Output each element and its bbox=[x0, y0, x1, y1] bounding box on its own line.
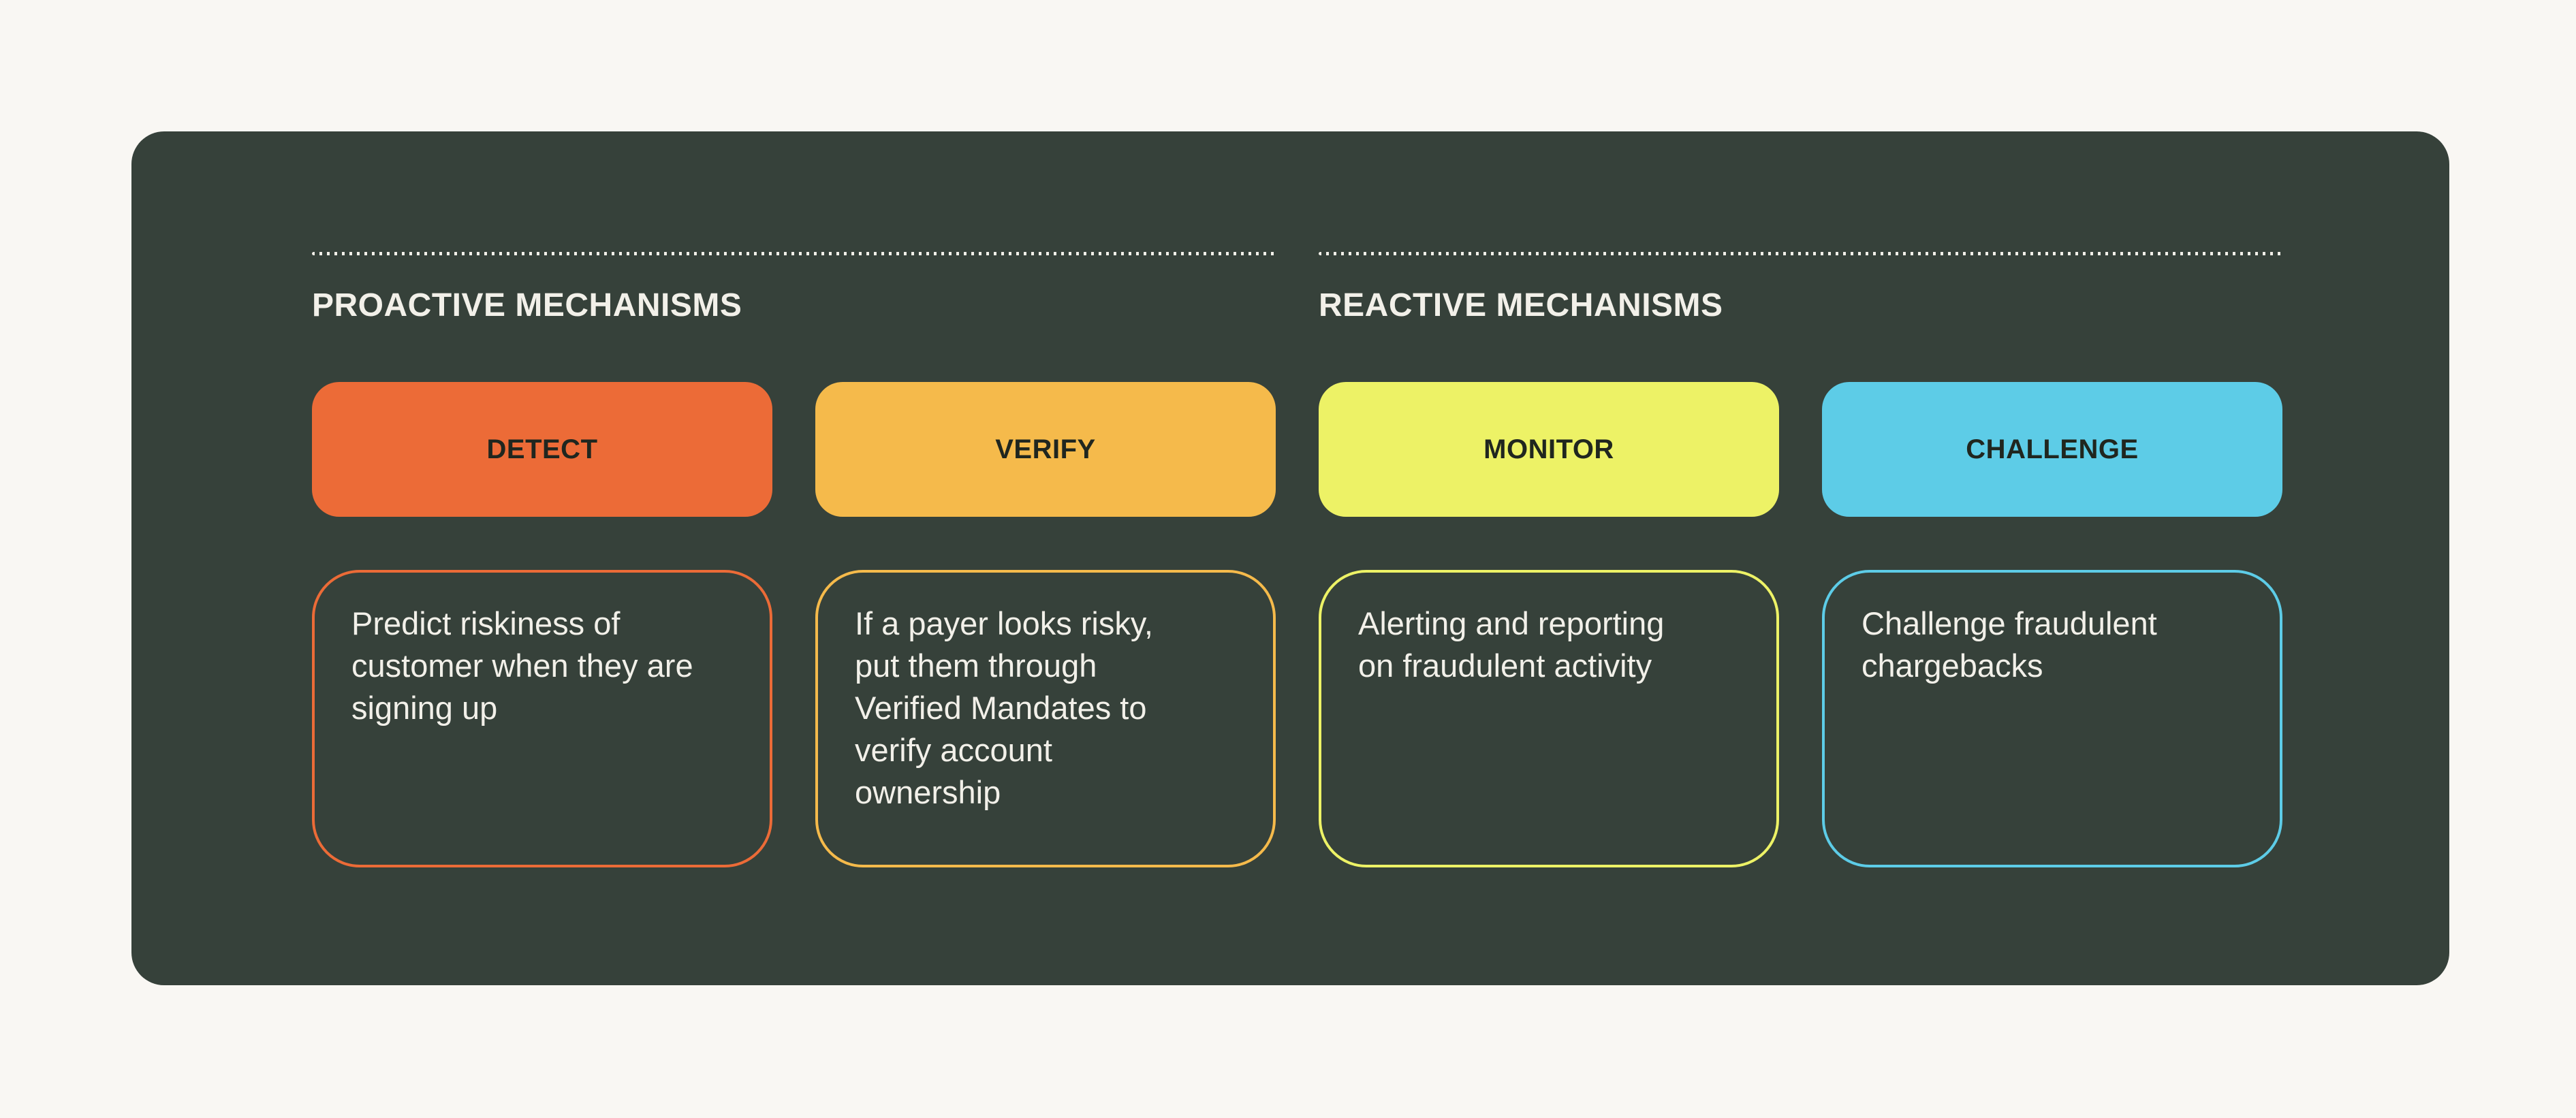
verify-pill: VERIFY bbox=[815, 382, 1276, 517]
section-reactive-mechanisms: REACTIVE MECHANISMS MONITOR Alerting and… bbox=[1319, 252, 2282, 867]
section-title-proactive: PROACTIVE MECHANISMS bbox=[312, 287, 742, 323]
verify-card-text: If a payer looks risky, put them through… bbox=[855, 605, 1153, 810]
section-proactive-mechanisms: PROACTIVE MECHANISMS DETECT Predict risk… bbox=[312, 252, 1276, 867]
challenge-card: Challenge fraudulent chargebacks bbox=[1822, 570, 2282, 867]
verify-pill-label: VERIFY bbox=[995, 434, 1096, 464]
monitor-card: Alerting and reporting on fraudulent act… bbox=[1319, 570, 1779, 867]
proactive-columns: DETECT Predict riskiness of customer whe… bbox=[312, 382, 1276, 867]
detect-pill-label: DETECT bbox=[486, 434, 598, 464]
detect-card: Predict riskiness of customer when they … bbox=[312, 570, 772, 867]
monitor-pill: MONITOR bbox=[1319, 382, 1779, 517]
panel-content: PROACTIVE MECHANISMS DETECT Predict risk… bbox=[131, 131, 2449, 867]
challenge-pill-label: CHALLENGE bbox=[1966, 434, 2139, 464]
column-verify: VERIFY If a payer looks risky, put them … bbox=[815, 382, 1276, 867]
section-title-reactive: REACTIVE MECHANISMS bbox=[1319, 287, 1723, 323]
monitor-pill-label: MONITOR bbox=[1483, 434, 1614, 464]
column-challenge: CHALLENGE Challenge fraudulent chargebac… bbox=[1822, 382, 2282, 867]
monitor-card-text: Alerting and reporting on fraudulent act… bbox=[1358, 605, 1665, 684]
dotted-divider bbox=[1319, 252, 2282, 255]
detect-card-text: Predict riskiness of customer when they … bbox=[351, 605, 693, 726]
column-monitor: MONITOR Alerting and reporting on fraudu… bbox=[1319, 382, 1779, 867]
dotted-divider bbox=[312, 252, 1276, 255]
fraud-mechanisms-panel: PROACTIVE MECHANISMS DETECT Predict risk… bbox=[131, 131, 2449, 985]
verify-card: If a payer looks risky, put them through… bbox=[815, 570, 1276, 867]
detect-pill: DETECT bbox=[312, 382, 772, 517]
reactive-columns: MONITOR Alerting and reporting on fraudu… bbox=[1319, 382, 2282, 867]
challenge-pill: CHALLENGE bbox=[1822, 382, 2282, 517]
challenge-card-text: Challenge fraudulent chargebacks bbox=[1862, 605, 2157, 684]
column-detect: DETECT Predict riskiness of customer whe… bbox=[312, 382, 772, 867]
